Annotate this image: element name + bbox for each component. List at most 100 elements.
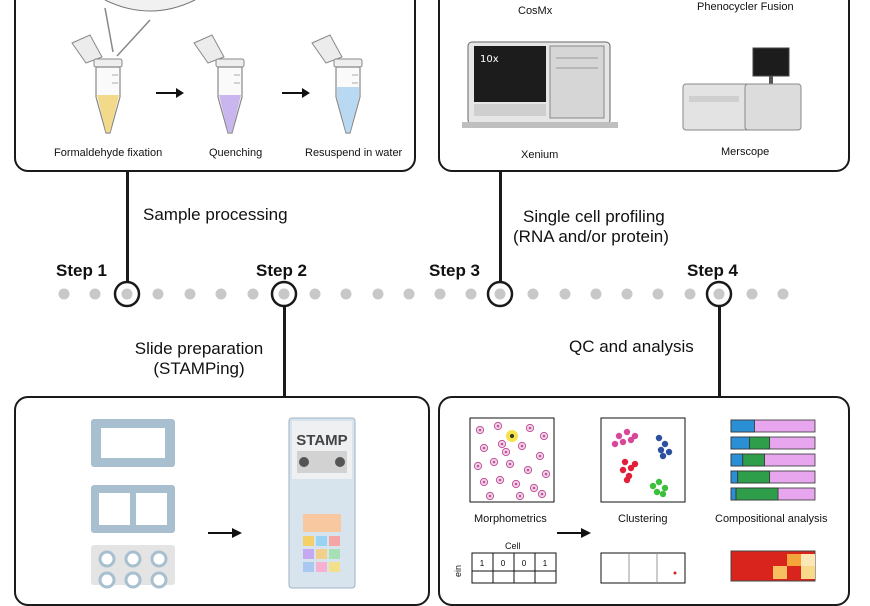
cluster-point xyxy=(659,490,667,498)
cluster-point xyxy=(619,438,627,446)
pipette-lines xyxy=(104,7,151,57)
count-matrix: 1 0 0 1 xyxy=(471,552,557,584)
timeline-dot xyxy=(184,288,196,300)
cluster-point xyxy=(627,464,635,472)
stamp-label: STAMP xyxy=(296,432,347,449)
arrow-right-icon xyxy=(156,88,184,98)
cluster-point xyxy=(615,432,623,440)
matrix-row-header: ein xyxy=(453,564,464,578)
slide-frame-single-well xyxy=(91,419,175,467)
timeline-dot xyxy=(559,288,571,300)
cluster-point xyxy=(611,440,619,448)
matrix-cell: 0 xyxy=(522,559,527,568)
morphometrics-plot xyxy=(469,417,555,503)
heatmap-partial xyxy=(730,550,816,582)
timeline-dot xyxy=(621,288,633,300)
composition-bar-blue xyxy=(730,436,750,450)
stamp-slide-icon: STAMP xyxy=(288,417,356,589)
phenocycler-instrument-icon xyxy=(682,47,802,131)
timeline-dot xyxy=(340,288,352,300)
label-phenocycler-fusion: Phenocycler Fusion xyxy=(697,1,794,13)
slide-frame-two-well xyxy=(91,485,175,533)
morph-nucleus xyxy=(528,426,532,430)
morph-nucleus xyxy=(488,494,492,498)
morph-nucleus xyxy=(508,462,512,466)
morph-nucleus xyxy=(482,480,486,484)
composition-bar-blue xyxy=(730,470,739,484)
connector-step1 xyxy=(126,170,129,283)
timeline-dot xyxy=(89,288,101,300)
step-marker-dot xyxy=(713,288,725,300)
cluster-point xyxy=(661,484,669,492)
matrix-cell: 1 xyxy=(543,559,548,568)
cluster-point xyxy=(619,466,627,474)
matrix-cell: 0 xyxy=(501,559,506,568)
cluster-point xyxy=(627,436,635,444)
morph-nucleus xyxy=(478,428,482,432)
arrow-right-icon xyxy=(282,88,310,98)
cluster-point xyxy=(665,448,673,456)
cluster-point xyxy=(621,458,629,466)
timeline-dot xyxy=(215,288,227,300)
xenium-instrument-icon: 10x xyxy=(462,41,618,128)
morph-nucleus xyxy=(514,482,518,486)
composition-bar-green xyxy=(749,436,771,450)
timeline-dot xyxy=(777,288,789,300)
connector-step3 xyxy=(499,170,502,283)
label-clustering: Clustering xyxy=(618,513,668,525)
matrix-cell: 1 xyxy=(480,559,485,568)
composition-bar-blue xyxy=(730,419,755,433)
timeline-dot xyxy=(465,288,477,300)
microscope-lens-graphic xyxy=(104,0,196,12)
composition-bar-blue xyxy=(730,453,744,467)
logo-10x: 10x xyxy=(480,54,499,65)
slide-frame-multi-well xyxy=(91,545,175,589)
composition-bar-blue xyxy=(730,487,737,501)
morph-nucleus xyxy=(482,446,486,450)
morph-nucleus xyxy=(538,454,542,458)
label-formaldehyde-fixation: Formaldehyde fixation xyxy=(54,147,163,159)
composition-bar-green xyxy=(742,453,766,467)
process-sample-processing: Sample processing xyxy=(143,205,288,224)
step-marker-dot xyxy=(278,288,290,300)
connector-step4 xyxy=(718,306,721,398)
arrow-right-icon xyxy=(208,528,242,538)
composition-bar-green xyxy=(737,470,771,484)
cluster-point xyxy=(653,488,661,496)
compositional-bars xyxy=(730,419,816,501)
morph-nucleus xyxy=(540,492,544,496)
cluster-point xyxy=(655,434,663,442)
cluster-point xyxy=(661,440,669,448)
label-xenium: Xenium xyxy=(521,149,559,161)
process-slide-preparation: Slide preparation (STAMPing) xyxy=(128,339,270,379)
label-merscope: Merscope xyxy=(721,146,770,158)
timeline-dot xyxy=(152,288,164,300)
matrix-column-header: Cell xyxy=(505,541,521,551)
morph-nucleus xyxy=(504,450,508,454)
morph-nucleus xyxy=(544,472,548,476)
tube-quench-icon xyxy=(193,34,245,134)
timeline-dot xyxy=(403,288,415,300)
timeline-dot xyxy=(527,288,539,300)
label-compositional-analysis: Compositional analysis xyxy=(715,513,828,525)
cluster-frame xyxy=(600,417,686,503)
connector-step2 xyxy=(283,306,286,398)
label-quenching: Quenching xyxy=(209,147,263,159)
morph-nucleus xyxy=(520,444,524,448)
morph-nucleus xyxy=(532,486,536,490)
process-single-cell-profiling: Single cell profiling (RNA and/or protei… xyxy=(513,207,669,247)
timeline-dot xyxy=(247,288,259,300)
step-3-label: Step 3 xyxy=(429,261,481,280)
morph-nucleus xyxy=(492,460,496,464)
morph-nucleus xyxy=(526,468,530,472)
morph-nucleus xyxy=(500,442,504,446)
process-slide-preparation-line2: (STAMPing) xyxy=(153,359,245,378)
timeline-dot xyxy=(590,288,602,300)
morph-nucleus xyxy=(476,464,480,468)
morph-nucleus xyxy=(542,434,546,438)
cluster-point xyxy=(631,432,639,440)
process-single-cell-profiling-line1: Single cell profiling xyxy=(523,207,665,226)
morph-nucleus xyxy=(518,494,522,498)
cluster-point xyxy=(623,476,631,484)
morph-nucleus xyxy=(496,424,500,428)
